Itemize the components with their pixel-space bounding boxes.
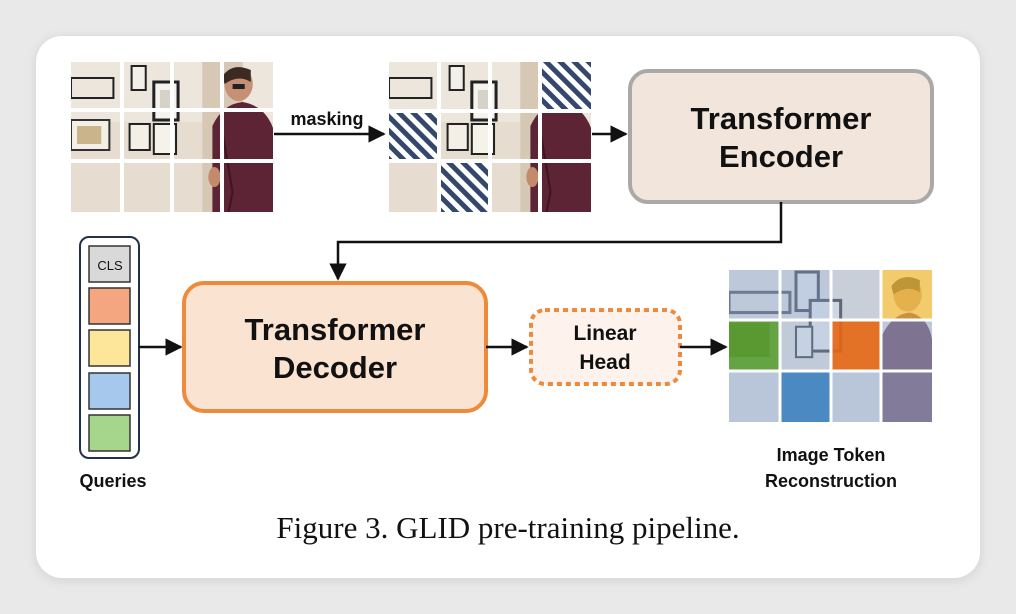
- token-tile: [831, 270, 881, 320]
- transformer-decoder-box: Transformer Decoder: [182, 281, 488, 413]
- token-tile: [881, 320, 932, 371]
- cls-label: CLS: [97, 258, 123, 273]
- linear-head-box: Linear Head: [529, 308, 682, 386]
- token-tile: [729, 371, 780, 422]
- token-tile: [780, 270, 831, 320]
- queries-label: Queries: [79, 471, 146, 491]
- queries-panel: CLS: [79, 236, 140, 459]
- token-tile: [780, 320, 831, 371]
- masked-image-grid: [387, 60, 593, 214]
- cls-token: [88, 245, 131, 283]
- reconstruction-grid: [727, 268, 934, 424]
- encoder-to-decoder-arrow: [329, 202, 783, 281]
- reconstruction-line1: Image Token: [777, 445, 886, 465]
- masking-label: masking: [290, 109, 363, 129]
- token-tile: [831, 320, 881, 371]
- figure-caption: Figure 3. GLID pre-training pipeline.: [276, 510, 740, 545]
- token-tile: [780, 371, 831, 422]
- masked-patch: [389, 111, 439, 161]
- head-line1: Linear: [573, 322, 636, 345]
- decoder-line1: Transformer: [245, 312, 426, 347]
- masked-patch: [540, 62, 591, 111]
- input-image-grid: [69, 60, 275, 214]
- encoder-line2: Encoder: [719, 139, 843, 174]
- token-tile: [729, 270, 780, 320]
- masked-patch: [439, 161, 490, 212]
- encoder-line1: Transformer: [691, 101, 872, 136]
- query-token: [88, 372, 131, 410]
- masking-arrow: masking: [274, 109, 386, 143]
- head-line2: Head: [579, 351, 630, 374]
- token-tile: [881, 270, 932, 320]
- token-tile: [729, 320, 780, 371]
- query-token: [88, 287, 131, 325]
- decoder-line2: Decoder: [273, 350, 397, 385]
- token-tile: [881, 371, 932, 422]
- query-token: [88, 414, 131, 452]
- transformer-encoder-box: Transformer Encoder: [628, 69, 934, 204]
- reconstruction-line2: Reconstruction: [765, 471, 897, 491]
- token-tile: [831, 371, 881, 422]
- query-token: [88, 329, 131, 367]
